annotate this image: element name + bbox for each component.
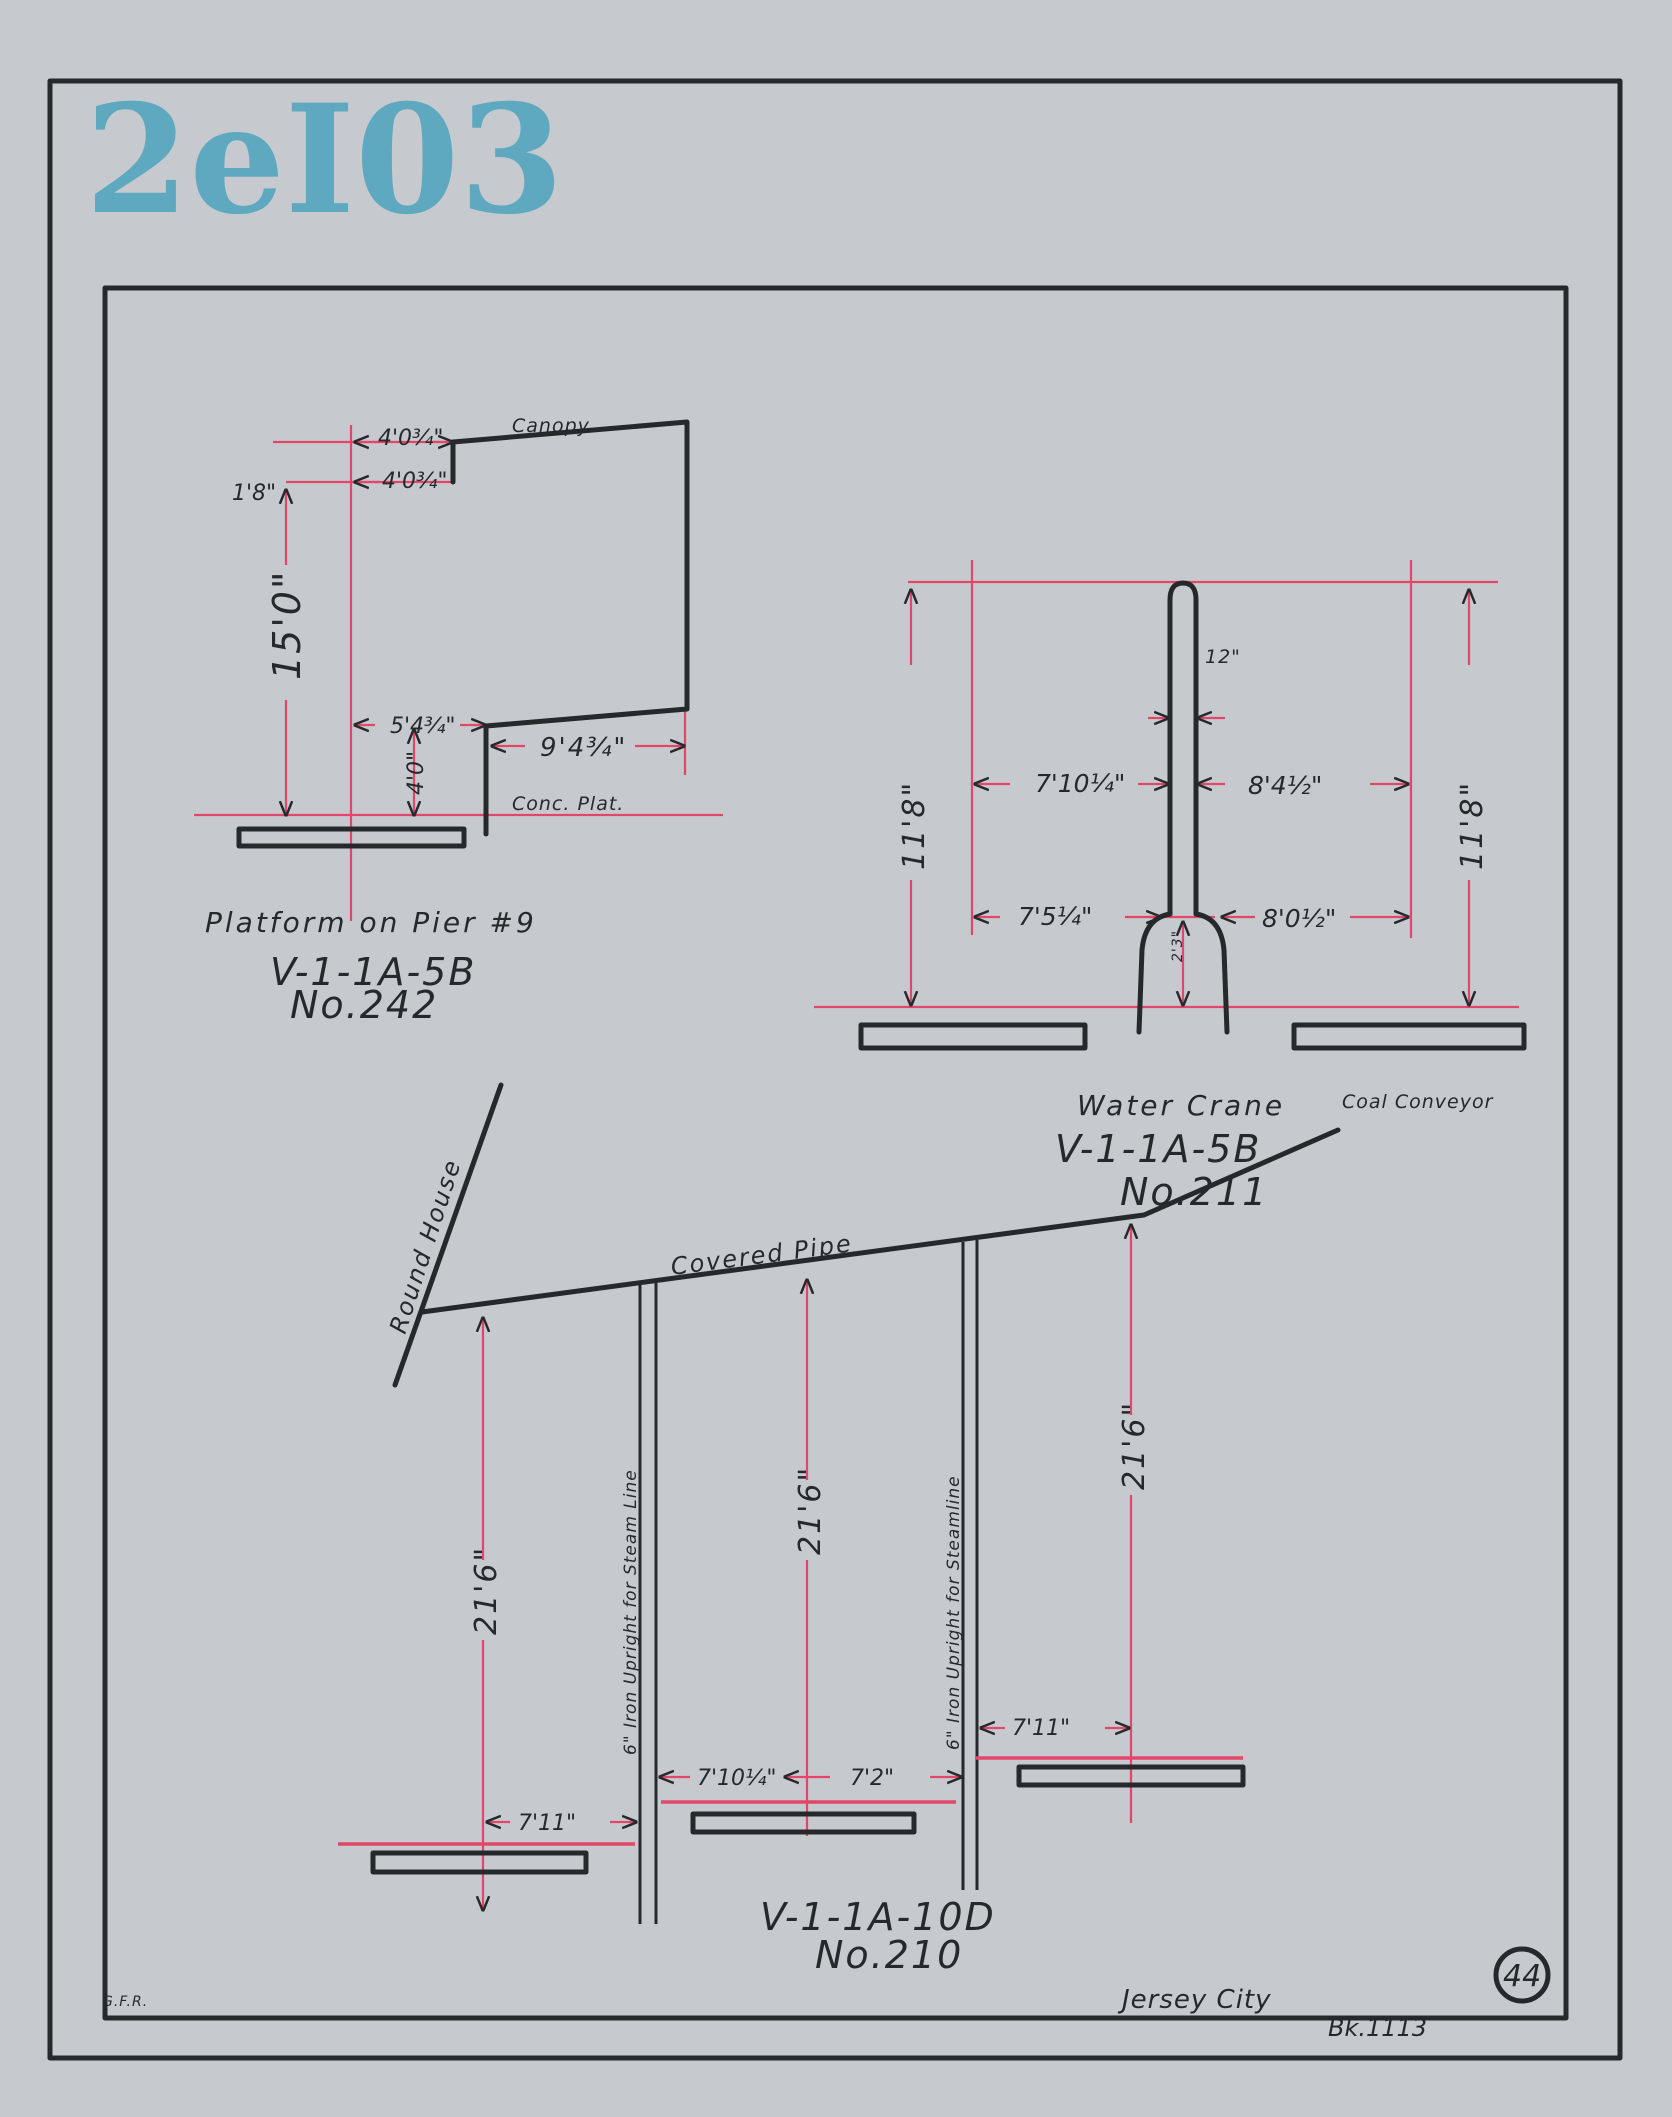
location-label: Jersey City bbox=[1117, 1985, 1272, 2015]
dim-height: 15'0" bbox=[265, 570, 309, 680]
pipe-number: No.210 bbox=[815, 1933, 963, 1977]
coal-conveyor-label: Coal Conveyor bbox=[1342, 1091, 1494, 1113]
platform-number: No.242 bbox=[290, 983, 438, 1027]
covered-pipe-diagram: Round House Coal Conveyor Covered Pipe 6… bbox=[338, 1082, 1494, 1977]
dim-height-3: 21'6" bbox=[1117, 1401, 1152, 1490]
water-crane-title: Water Crane bbox=[1077, 1089, 1285, 1122]
upright-right-label: 6" Iron Upright for Steamline bbox=[944, 1475, 964, 1750]
platform-title: Platform on Pier #9 bbox=[205, 906, 537, 939]
upright-left-label: 6" Iron Upright for Steam Line bbox=[621, 1469, 641, 1755]
dim-base-height: 2'3" bbox=[1170, 930, 1186, 962]
dim-canopy-top: 4'0¾" bbox=[378, 426, 443, 451]
dim-clear-right: 7'11" bbox=[1012, 1716, 1070, 1741]
covered-pipe-label: Covered Pipe bbox=[669, 1229, 854, 1281]
inner-border bbox=[102, 285, 1569, 2021]
water-crane-code: V-1-1A-5B bbox=[1055, 1127, 1261, 1171]
dim-clear-mid-right: 7'2" bbox=[850, 1766, 894, 1791]
dim-lower-left: 7'5¼" bbox=[1018, 902, 1092, 931]
book-label: Bk.1113 bbox=[1328, 2014, 1427, 2042]
outer-border bbox=[47, 78, 1623, 2061]
dim-lower-width: 9'4¾" bbox=[540, 733, 627, 763]
conc-plat-label: Conc. Plat. bbox=[512, 793, 624, 815]
dim-lower-right: 8'0½" bbox=[1262, 904, 1336, 933]
dim-upper-left: 7'10¼" bbox=[1035, 769, 1125, 798]
platform-diagram: Canopy 4'0¾" 4'0¾" 1'8" 15'0" 5'4¾" 4'0"… bbox=[194, 415, 723, 1027]
dim-canopy-bottom: 4'0¾" bbox=[382, 469, 447, 494]
water-crane-diagram: 11'8" 11'8" 12" 7'10¼" 8'4½" 7'5¼" 8'0½"… bbox=[814, 560, 1527, 1214]
dim-upper-right: 8'4½" bbox=[1248, 771, 1322, 800]
dim-lower-height: 4'0" bbox=[404, 751, 429, 795]
dim-canopy-depth: 1'8" bbox=[232, 481, 276, 506]
dim-column-width: 12" bbox=[1205, 646, 1241, 668]
dim-height-2: 21'6" bbox=[793, 1466, 828, 1555]
pipe-code: V-1-1A-10D bbox=[760, 1895, 996, 1939]
stamp: 2eI03 bbox=[85, 72, 564, 248]
canopy-label: Canopy bbox=[512, 415, 590, 437]
platform-code: V-1-1A-5B bbox=[270, 950, 476, 994]
initials: G.F.R. bbox=[102, 1994, 148, 2010]
dim-clear-left: 7'11" bbox=[518, 1811, 576, 1836]
dim-lower-offset: 5'4¾" bbox=[390, 714, 455, 739]
page-number-circle bbox=[1493, 1946, 1551, 2004]
page-number: 44 bbox=[1503, 1959, 1541, 1994]
dim-clear-mid-left: 7'10¼" bbox=[697, 1766, 776, 1791]
dim-height-right: 11'8" bbox=[1455, 781, 1490, 870]
dim-height-1: 21'6" bbox=[469, 1546, 504, 1635]
dim-height-left: 11'8" bbox=[897, 781, 932, 870]
